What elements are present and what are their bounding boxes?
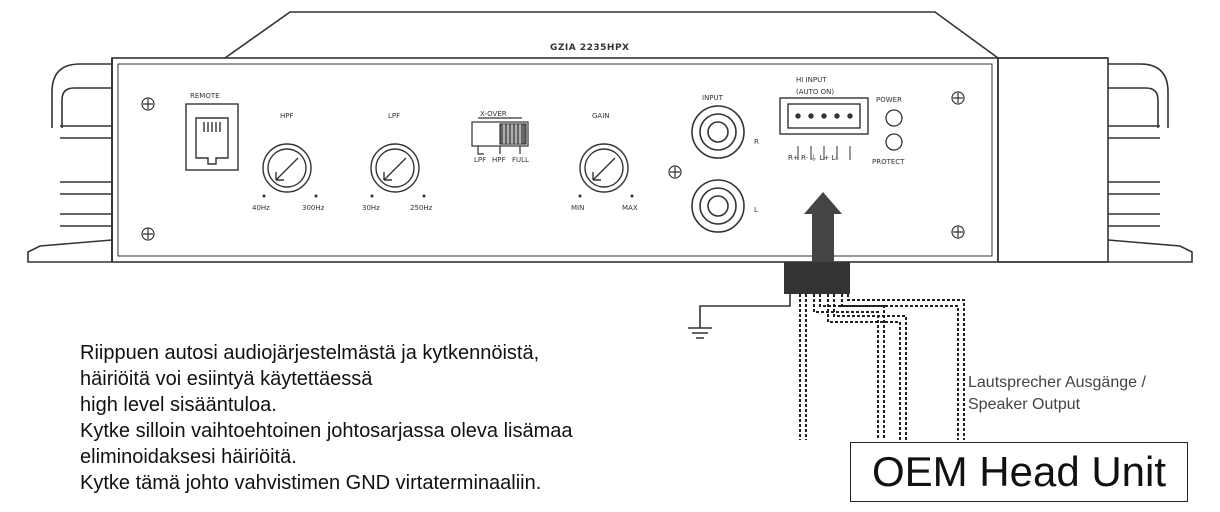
- xover-opt-full: FULL: [512, 156, 529, 164]
- note-line: Riippuen autosi audiojärjestelmästä ja k…: [80, 342, 540, 364]
- harness-plug: [784, 262, 850, 294]
- gain-max: MAX: [622, 204, 638, 212]
- note-line: Kytke tämä johto vahvistimen GND virtate…: [80, 472, 542, 494]
- amp-body-right: [998, 57, 1109, 263]
- note-line: Kytke silloin vaihtoehtoinen johtosarjas…: [80, 420, 573, 442]
- left-foot: [27, 239, 113, 263]
- amp-top-cover: [224, 11, 999, 59]
- speaker-output-line2: Speaker Output: [968, 396, 1081, 413]
- hi-input-label: HI INPUT: [796, 76, 827, 84]
- gain-label: GAIN: [592, 112, 610, 120]
- connect-arrow: [804, 192, 842, 262]
- installation-note: Riippuen autosi audiojärjestelmästä ja k…: [80, 340, 700, 496]
- model-name: GZIA 2235HPX: [550, 43, 629, 53]
- hi-input-auto: (AUTO ON): [796, 88, 834, 96]
- protect-label: PROTECT: [872, 158, 905, 166]
- screw-icon: [951, 91, 965, 105]
- input-r-label: R: [754, 138, 759, 146]
- lpf-max: 250Hz: [410, 204, 433, 212]
- hpf-label: HPF: [280, 112, 294, 120]
- remote-label: REMOTE: [190, 92, 220, 100]
- hi-input-pins: R+ R- ⏚ L+ L-: [788, 154, 838, 162]
- rca-input-right[interactable]: [691, 105, 745, 159]
- remote-port: [185, 103, 239, 171]
- right-foot: [1107, 239, 1193, 263]
- note-line: eliminoidaksesi häiriöitä.: [80, 446, 297, 468]
- left-handle: [61, 87, 112, 128]
- screw-icon: [141, 97, 155, 111]
- right-heat-fins: [1108, 125, 1160, 227]
- ground-symbol: [688, 327, 712, 339]
- hpf-max: 300Hz: [302, 204, 325, 212]
- right-handle: [1108, 87, 1159, 128]
- rca-input-left[interactable]: [691, 179, 745, 233]
- screw-icon: [951, 225, 965, 239]
- gain-min: MIN: [571, 204, 584, 212]
- hpf-min: 40Hz: [252, 204, 270, 212]
- amp-body: [111, 57, 999, 263]
- oem-head-unit-box: OEM Head Unit: [850, 442, 1188, 502]
- power-label: POWER: [876, 96, 902, 104]
- lpf-knob[interactable]: [370, 143, 420, 193]
- speaker-wires: [799, 294, 965, 440]
- lpf-min: 30Hz: [362, 204, 380, 212]
- note-line: high level sisääntuloa.: [80, 394, 277, 416]
- hpf-knob[interactable]: [262, 143, 312, 193]
- xover-label: X-OVER: [480, 110, 507, 118]
- xover-switch[interactable]: [471, 117, 529, 155]
- left-heat-fins: [60, 125, 112, 227]
- xover-opt-hpf: HPF: [492, 156, 506, 164]
- ground-wire: [688, 294, 791, 339]
- screw-icon: [141, 227, 155, 241]
- input-l-label: L: [754, 206, 758, 214]
- hi-input-connector[interactable]: [779, 97, 869, 135]
- gain-knob[interactable]: [579, 143, 629, 193]
- xover-opt-lpf: LPF: [474, 156, 486, 164]
- lpf-label: LPF: [388, 112, 400, 120]
- protect-led: [885, 133, 903, 151]
- speaker-output-line1: Lautsprecher Ausgänge /: [968, 374, 1146, 391]
- input-label: INPUT: [702, 94, 724, 102]
- note-line: häiriöitä voi esiintyä käytettäessä: [80, 368, 373, 390]
- screw-icon: [668, 165, 682, 179]
- power-led: [885, 109, 903, 127]
- speaker-output-label: Lautsprecher Ausgänge / Speaker Output: [968, 372, 1146, 416]
